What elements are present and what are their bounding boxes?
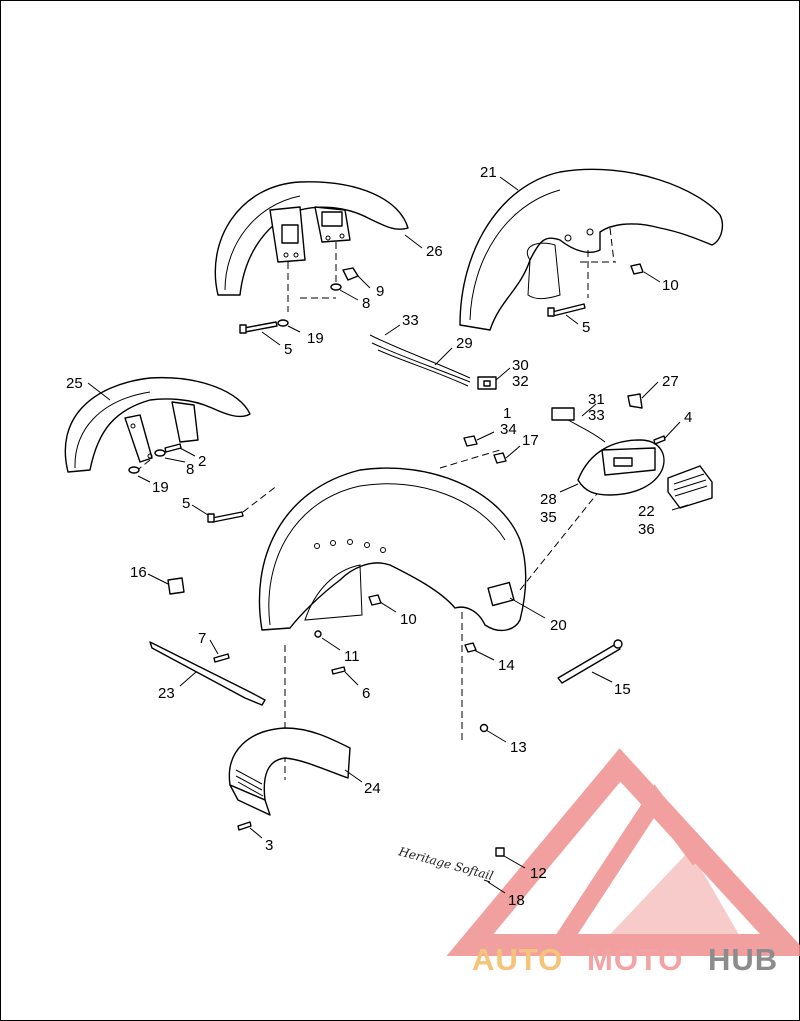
fender-tip-24 xyxy=(228,727,351,816)
nut-13 xyxy=(479,723,489,733)
wiring-harness-29 xyxy=(369,334,497,390)
callout-labels: 26 9 8 19 5 21 10 5 33 29 30 32 25 2 8 1… xyxy=(66,164,692,909)
callout-19-top: 19 xyxy=(307,330,324,347)
washer-8-left xyxy=(154,449,166,457)
callout-7: 7 xyxy=(198,630,206,647)
callout-14: 14 xyxy=(498,657,515,674)
callout-32: 32 xyxy=(512,373,529,390)
callout-30: 30 xyxy=(512,357,529,374)
watermark-hub: HUB xyxy=(708,942,778,977)
callout-34: 34 xyxy=(500,421,517,438)
screw-7 xyxy=(213,653,230,663)
screw-3 xyxy=(237,821,252,831)
nut-14 xyxy=(464,642,477,653)
callout-27: 27 xyxy=(662,373,679,390)
callout-19-left: 19 xyxy=(152,479,169,496)
callout-24: 24 xyxy=(364,780,381,797)
callout-4: 4 xyxy=(684,409,692,426)
nut-11 xyxy=(314,630,322,638)
leader-lines xyxy=(87,176,689,894)
callout-5-left: 5 xyxy=(182,495,190,512)
watermark-logo xyxy=(446,748,800,956)
watermark-moto: MOTO xyxy=(587,942,683,977)
watermark-auto: AUTO xyxy=(472,942,563,977)
callout-29: 29 xyxy=(456,335,473,352)
cable-tie-15 xyxy=(557,639,623,684)
callout-13: 13 xyxy=(510,739,527,756)
clip-12 xyxy=(495,847,505,857)
nut-1 xyxy=(463,435,478,447)
nut-10-top xyxy=(630,263,644,275)
callout-35: 35 xyxy=(540,509,557,526)
bolt-2 xyxy=(164,443,182,453)
front-fender-25 xyxy=(64,376,251,473)
callout-6: 6 xyxy=(362,685,370,702)
front-fender-26 xyxy=(214,181,409,296)
washer-19-left xyxy=(128,466,140,474)
callout-15: 15 xyxy=(614,681,631,698)
nut-9 xyxy=(342,267,359,281)
screw-4 xyxy=(653,435,666,445)
callout-11: 11 xyxy=(344,648,360,665)
callout-22: 22 xyxy=(638,503,655,520)
watermark-text: AUTO MOTO HUB xyxy=(472,942,778,977)
callout-28: 28 xyxy=(540,491,557,508)
front-fender-21 xyxy=(459,168,724,331)
callout-12: 12 xyxy=(530,865,547,882)
nut-17 xyxy=(493,452,507,464)
callout-16: 16 xyxy=(130,564,147,581)
clip-27 xyxy=(627,393,643,409)
tail-lens-22 xyxy=(667,465,713,509)
callout-10-center: 10 xyxy=(400,611,417,628)
callout-9: 9 xyxy=(376,283,384,300)
screw-5-right xyxy=(547,303,586,317)
callout-8-left: 8 xyxy=(186,461,194,478)
callout-3: 3 xyxy=(265,837,273,854)
callout-36: 36 xyxy=(638,521,655,538)
callout-18: 18 xyxy=(508,892,525,909)
tail-light-base-28 xyxy=(551,407,665,496)
callout-5-right: 5 xyxy=(582,319,590,336)
emblem-script: Heritage Softail xyxy=(396,844,495,883)
screw-6 xyxy=(331,666,346,675)
callout-1: 1 xyxy=(503,405,511,422)
callout-17: 17 xyxy=(522,432,539,449)
callout-8-top: 8 xyxy=(362,295,370,312)
trim-strip-23 xyxy=(149,641,266,706)
callout-2: 2 xyxy=(198,453,206,470)
callout-21: 21 xyxy=(480,164,497,181)
callout-10-top: 10 xyxy=(662,277,679,294)
callout-23: 23 xyxy=(158,685,175,702)
rear-fender-20 xyxy=(258,467,527,632)
callout-31: 31 xyxy=(588,391,605,408)
callout-20: 20 xyxy=(550,617,567,634)
washer-8-top xyxy=(330,283,342,291)
nut-10-center xyxy=(368,594,382,606)
callout-5-top: 5 xyxy=(284,341,292,358)
bracket-16 xyxy=(167,577,185,595)
screw-5-top xyxy=(239,321,278,334)
screw-5-left xyxy=(207,511,244,523)
washer-19-top xyxy=(277,319,289,327)
callout-33-right: 33 xyxy=(588,407,605,424)
callout-25: 25 xyxy=(66,375,83,392)
callout-33-top: 33 xyxy=(402,312,419,329)
callout-26: 26 xyxy=(426,243,443,260)
